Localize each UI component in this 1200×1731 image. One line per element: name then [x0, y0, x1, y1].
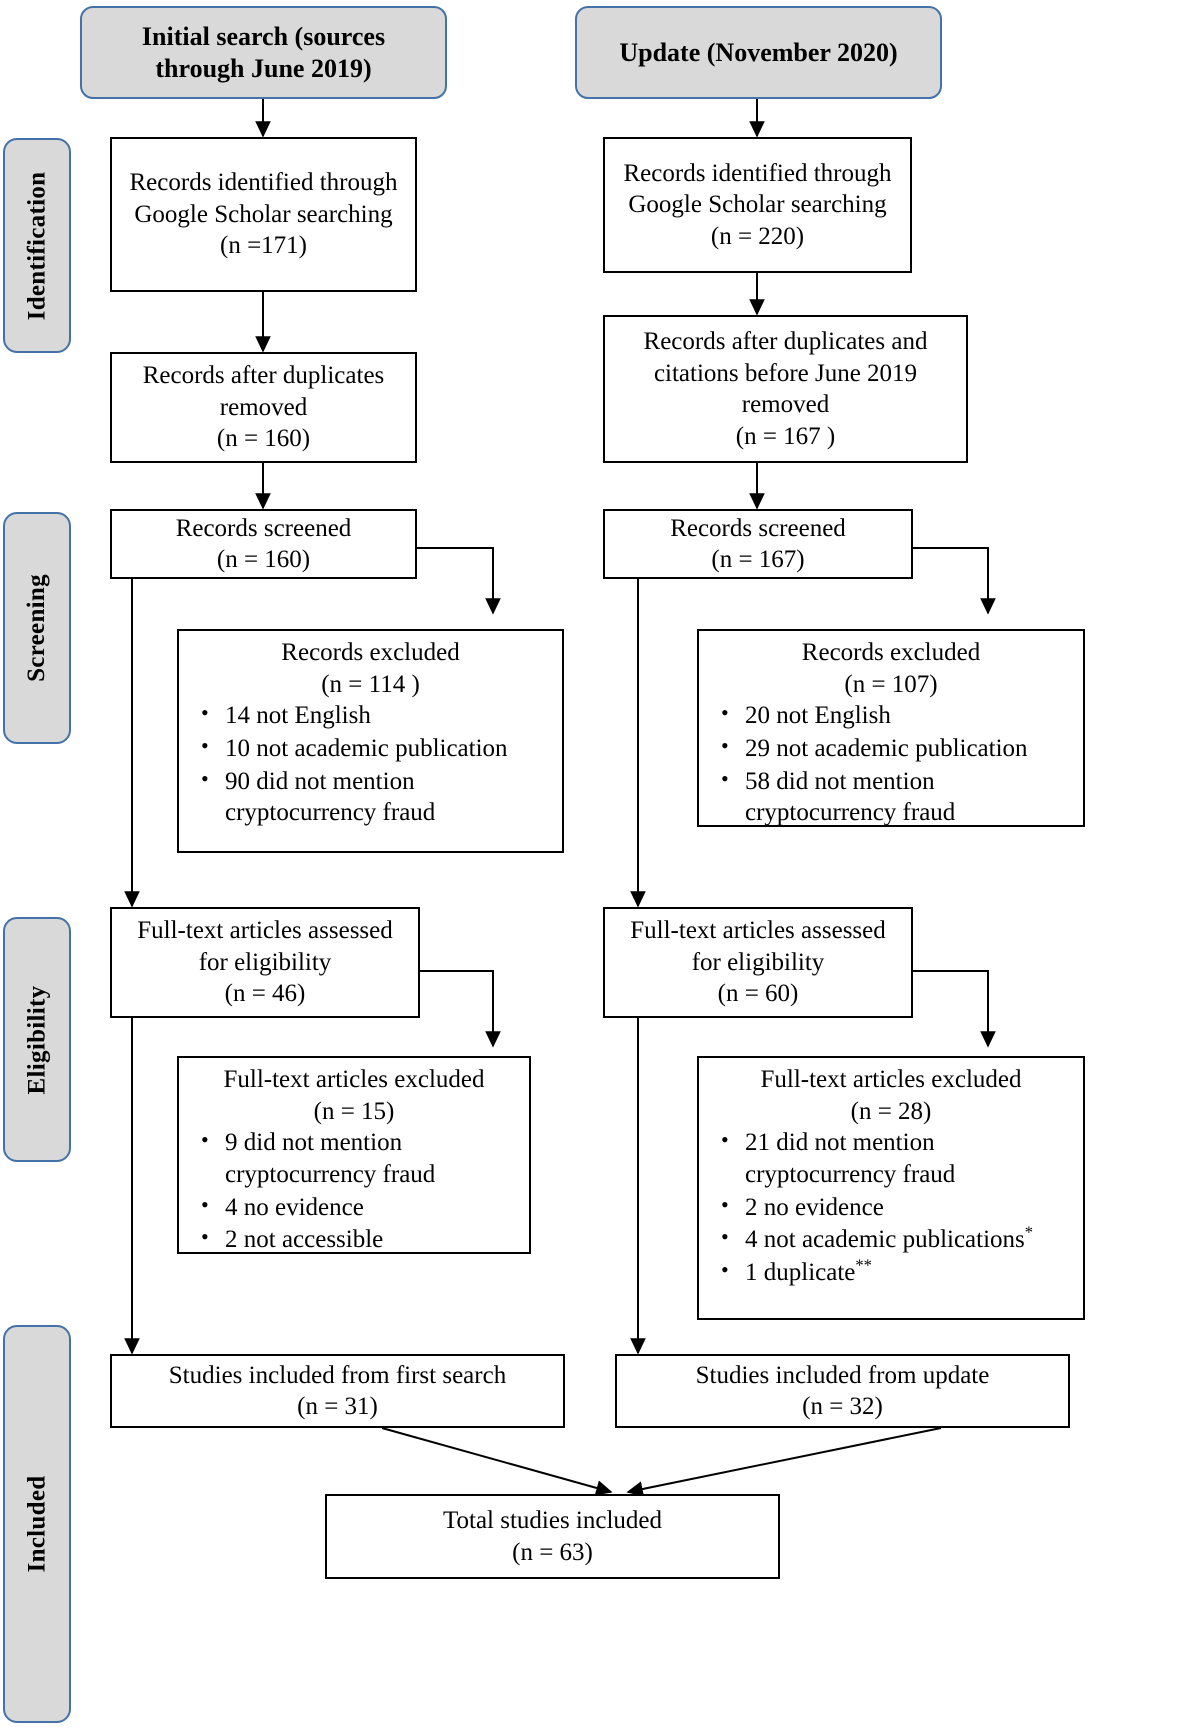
list-item: 14 not English [187, 699, 554, 732]
box-right-records-screened-count: (n = 167) [711, 546, 805, 573]
box-left-studies-included-title: Studies included from first search [168, 1361, 507, 1389]
stage-pill-included: Included [3, 1325, 71, 1723]
box-right-studies-included-count: (n = 32) [802, 1393, 883, 1420]
stage-pill-eligibility: Eligibility [3, 917, 71, 1162]
column-header-initial-search: Initial search (sources through June 201… [80, 6, 447, 99]
column-header-update-text: Update (November 2020) [619, 37, 898, 67]
box-left-duplicates-removed-count: (n = 160) [216, 425, 311, 453]
list-item: 4 not academic publications* [707, 1222, 1075, 1256]
box-right-records-excluded-title: Records excluded [801, 639, 981, 666]
box-right-records-screened-title: Records screened [670, 514, 846, 542]
box-right-records-identified: Records identified through Google Schola… [603, 137, 912, 273]
list-item: 20 not English [707, 699, 1075, 732]
stage-pill-identification: Identification [3, 138, 71, 353]
list-item: 2 not accessible [187, 1223, 521, 1256]
box-left-records-excluded: Records excluded (n = 114 ) 14 not Engli… [177, 629, 564, 853]
stage-label-included: Included [23, 1475, 51, 1573]
list-item: 10 not academic publication [187, 732, 554, 765]
box-right-records-identified-title: Records identified through Google Schola… [623, 159, 892, 219]
box-left-fulltext-excluded-count: (n = 15) [313, 1097, 395, 1125]
box-right-fulltext-excluded-bullets: 21 did not mention cryptocurrency fraud … [707, 1126, 1075, 1289]
box-left-records-excluded-bullets: 14 not English 10 not academic publicati… [187, 699, 554, 830]
box-right-duplicates-removed-title: Records after duplicates and citations b… [643, 328, 928, 418]
list-item: 90 did not mention cryptocurrency fraud [187, 765, 554, 830]
box-left-records-screened: Records screened (n = 160) [110, 509, 417, 579]
box-left-records-excluded-count: (n = 114 ) [321, 670, 420, 698]
footnote-marker: ** [855, 1255, 872, 1275]
box-right-duplicates-removed: Records after duplicates and citations b… [603, 315, 968, 463]
stage-label-screening: Screening [23, 574, 51, 682]
list-item: 21 did not mention cryptocurrency fraud [707, 1126, 1075, 1191]
box-right-studies-included-title: Studies included from update [695, 1361, 990, 1389]
box-right-records-excluded: Records excluded (n = 107) 20 not Englis… [697, 629, 1085, 827]
arrow-left-screened-to-excluded [417, 547, 501, 615]
box-right-records-screened: Records screened (n = 167) [603, 509, 913, 579]
box-right-fulltext-assessed: Full-text articles assessed for eligibil… [603, 907, 913, 1018]
box-right-records-identified-count: (n = 220) [710, 222, 805, 250]
stage-label-eligibility: Eligibility [23, 985, 51, 1094]
box-right-records-excluded-count: (n = 107) [844, 670, 938, 698]
box-left-records-identified-count: (n =171) [220, 232, 307, 260]
box-left-fulltext-assessed-count: (n = 46) [224, 980, 306, 1008]
box-left-fulltext-excluded: Full-text articles excluded (n = 15) 9 d… [177, 1056, 531, 1254]
box-total-studies-included: Total studies included (n = 63) [325, 1494, 780, 1579]
list-item: 29 not academic publication [707, 732, 1075, 765]
list-item: 2 no evidence [707, 1191, 1075, 1224]
box-left-records-screened-count: (n = 160) [216, 546, 311, 573]
box-left-duplicates-removed-title: Records after duplicates removed [142, 362, 385, 421]
box-left-duplicates-removed: Records after duplicates removed (n = 16… [110, 352, 417, 463]
list-item: 9 did not mention cryptocurrency fraud [187, 1126, 521, 1191]
box-left-records-excluded-title: Records excluded [281, 639, 460, 666]
box-right-duplicates-removed-count: (n = 167 ) [735, 422, 836, 450]
arrow-right-screened-to-excluded [913, 547, 996, 615]
box-left-records-identified-title: Records identified through Google Schola… [129, 169, 398, 228]
box-right-fulltext-assessed-count: (n = 60) [717, 980, 799, 1008]
list-item: 58 did not mention cryptocurrency fraud [707, 765, 1075, 830]
box-right-fulltext-excluded-count: (n = 28) [850, 1097, 932, 1125]
arrow-right-included-to-total [626, 1427, 942, 1497]
box-left-studies-included: Studies included from first search (n = … [110, 1354, 565, 1428]
box-left-studies-included-count: (n = 31) [297, 1393, 378, 1420]
box-left-records-screened-title: Records screened [175, 514, 352, 542]
box-right-records-excluded-bullets: 20 not English 29 not academic publicati… [707, 699, 1075, 830]
footnote-marker: * [1024, 1222, 1034, 1242]
list-item: 4 no evidence [187, 1191, 521, 1224]
box-total-studies-included-title: Total studies included [442, 1507, 663, 1534]
box-right-studies-included: Studies included from update (n = 32) [615, 1354, 1070, 1428]
box-left-fulltext-excluded-title: Full-text articles excluded [223, 1066, 485, 1093]
box-total-studies-included-count: (n = 63) [512, 1538, 593, 1566]
arrow-left-included-to-total [381, 1427, 613, 1496]
column-header-initial-search-text: Initial search (sources through June 201… [141, 21, 386, 83]
arrow-left-fulltext-to-excluded [420, 970, 501, 1048]
box-right-fulltext-excluded: Full-text articles excluded (n = 28) 21 … [697, 1056, 1085, 1320]
column-header-update: Update (November 2020) [575, 6, 942, 99]
box-right-fulltext-assessed-title: Full-text articles assessed for eligibil… [630, 917, 886, 976]
box-left-fulltext-excluded-bullets: 9 did not mention cryptocurrency fraud 4… [187, 1126, 521, 1256]
stage-pill-screening: Screening [3, 512, 71, 744]
list-item: 1 duplicate** [707, 1255, 1075, 1289]
box-left-records-identified: Records identified through Google Schola… [110, 137, 417, 292]
stage-label-identification: Identification [23, 171, 50, 320]
box-left-fulltext-assessed-title: Full-text articles assessed for eligibil… [137, 917, 393, 976]
box-left-fulltext-assessed: Full-text articles assessed for eligibil… [110, 907, 420, 1018]
box-right-fulltext-excluded-title: Full-text articles excluded [760, 1066, 1022, 1093]
arrow-right-fulltext-to-excluded [913, 970, 996, 1048]
